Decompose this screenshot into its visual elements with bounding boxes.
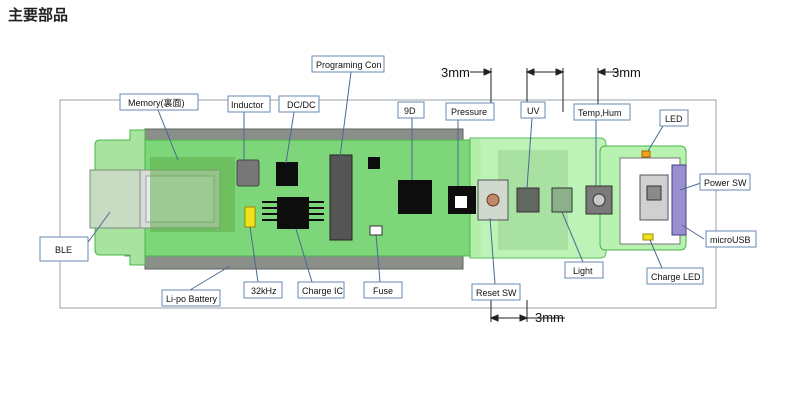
- battery-top-rail: [144, 128, 464, 142]
- callout-fuse: Fuse: [363, 281, 403, 299]
- diagram-heading: 主要部品: [8, 6, 69, 24]
- status-led: [641, 150, 651, 158]
- ble-antenna-area: [89, 169, 141, 229]
- pressure-sensor-port: [455, 196, 467, 208]
- callout-uv: UV: [520, 101, 546, 119]
- dimension-label-top-left: 3mm: [441, 65, 470, 80]
- callout-programing-con: Programing Con: [311, 55, 385, 73]
- programing-connector: [329, 154, 353, 241]
- dcdc-chip: [276, 162, 298, 186]
- crystal-32khz: [244, 206, 256, 228]
- callout-dcdc: DC/DC: [278, 95, 320, 113]
- callout-charge-ic: Charge IC: [297, 281, 345, 299]
- label-charge-led: Charge LED: [651, 272, 701, 282]
- callout-lipo-battery: Li-po Battery: [161, 289, 221, 307]
- callout-nine-d: 9D: [397, 101, 425, 119]
- power-switch-knob: [646, 185, 662, 201]
- callout-led: LED: [659, 109, 689, 127]
- callout-temp-hum: Temp,Hum: [573, 103, 631, 121]
- dimension-label-bottom: 3mm: [535, 310, 564, 325]
- label-micro-usb: microUSB: [710, 235, 751, 245]
- micro-usb-connector: [671, 164, 687, 236]
- label-led: LED: [665, 114, 683, 124]
- label-ble: BLE: [55, 245, 72, 255]
- uv-sensor: [516, 187, 540, 213]
- label-dcdc: DC/DC: [287, 100, 316, 110]
- callout-micro-usb: microUSB: [705, 230, 757, 248]
- light-sensor: [551, 187, 573, 213]
- charge-ic-pins: [262, 201, 324, 221]
- label-32khz: 32kHz: [251, 286, 277, 296]
- callout-charge-led: Charge LED: [646, 267, 704, 285]
- callout-inductor: Inductor: [227, 95, 271, 113]
- callout-power-sw: Power SW: [699, 173, 751, 191]
- callout-pressure: Pressure: [445, 102, 495, 121]
- label-light: Light: [573, 266, 593, 276]
- nine-d-sensor-chip: [398, 180, 432, 214]
- label-temp-hum: Temp,Hum: [578, 108, 622, 118]
- callout-ble: BLE: [39, 236, 89, 262]
- callout-memory: Memory(裏面): [119, 93, 199, 111]
- temp-hum-sensor: [585, 185, 613, 215]
- label-reset-sw: Reset SW: [476, 288, 517, 298]
- small-transistor: [368, 157, 380, 169]
- callout-light: Light: [564, 261, 604, 279]
- reset-switch-button: [486, 193, 500, 207]
- label-programing-con: Programing Con: [316, 60, 382, 70]
- inductor-part: [236, 159, 260, 187]
- label-pressure: Pressure: [451, 107, 487, 117]
- memory-chip-outline: [150, 157, 235, 232]
- label-lipo-battery: Li-po Battery: [166, 294, 218, 304]
- callout-reset-sw: Reset SW: [471, 283, 521, 301]
- dimension-label-top-right: 3mm: [612, 65, 641, 80]
- leader-lines: [85, 71, 705, 291]
- label-memory: Memory(裏面): [128, 97, 185, 108]
- label-power-sw: Power SW: [704, 178, 747, 188]
- fuse-part: [369, 225, 383, 236]
- label-uv: UV: [527, 106, 540, 116]
- charge-ic-chip: [277, 197, 309, 229]
- label-charge-ic: Charge IC: [302, 286, 344, 296]
- temp-hum-sensor-port: [592, 193, 606, 207]
- label-fuse: Fuse: [373, 286, 393, 296]
- callout-32khz: 32kHz: [243, 281, 283, 299]
- label-inductor: Inductor: [231, 100, 264, 110]
- charge-led: [642, 233, 654, 241]
- label-nine-d: 9D: [404, 106, 416, 116]
